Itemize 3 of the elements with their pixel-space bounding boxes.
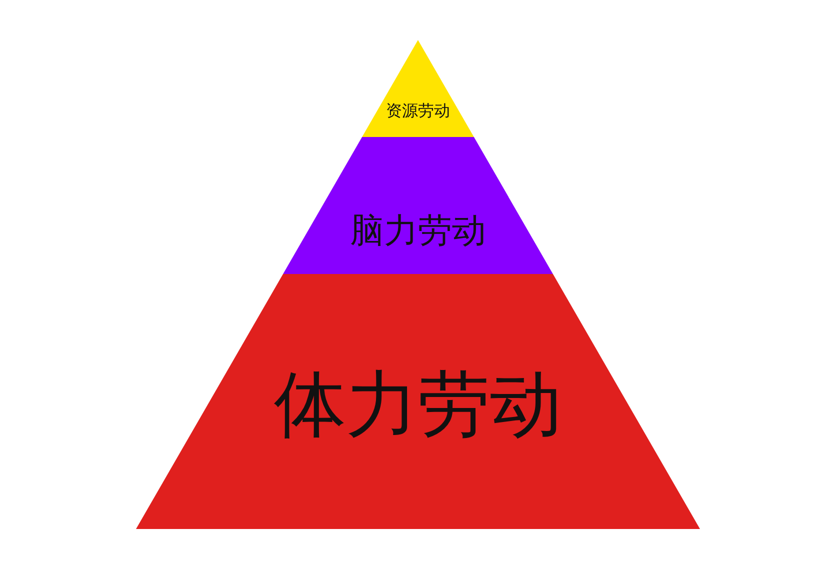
tier-label: 体力劳动 — [274, 368, 562, 440]
tier-label: 资源劳动 — [386, 103, 450, 119]
tier-label: 脑力劳动 — [350, 214, 486, 248]
